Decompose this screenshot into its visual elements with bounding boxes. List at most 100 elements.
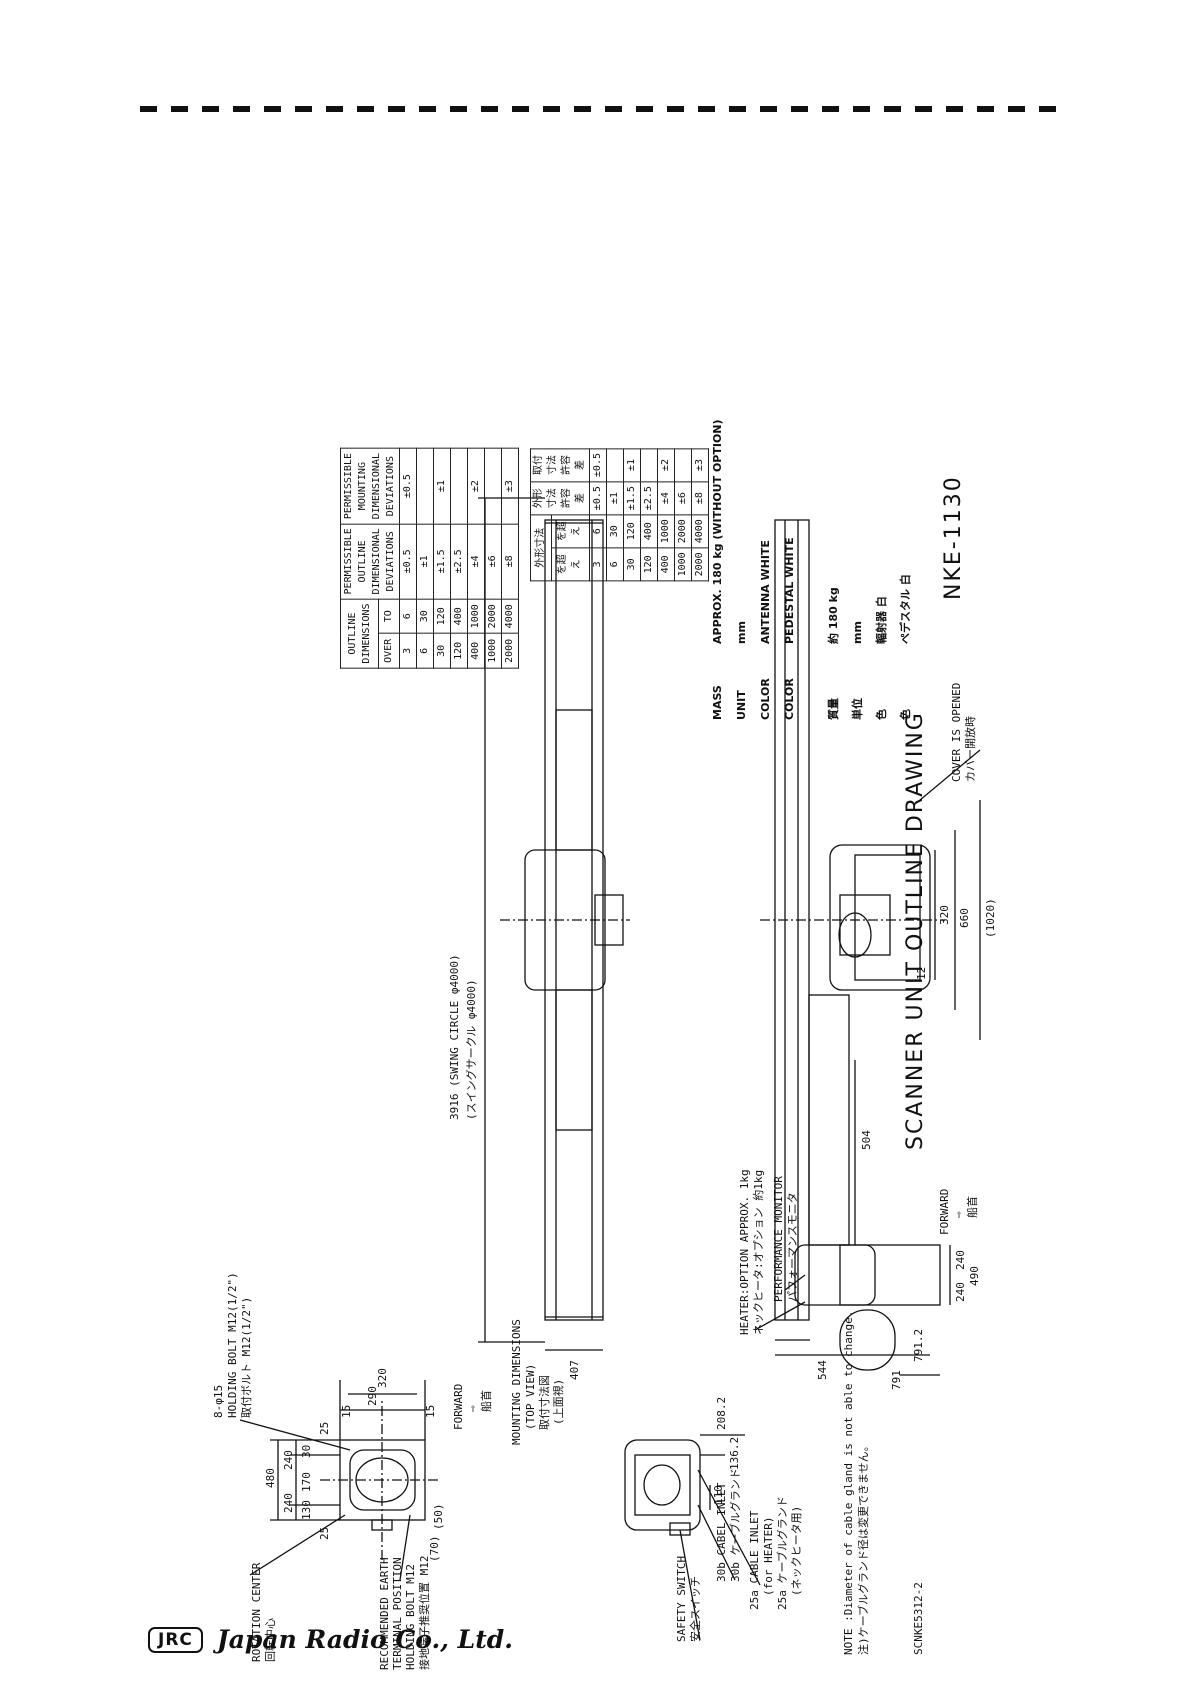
spec-row: 色輻射器 白	[869, 419, 893, 720]
dim-15a: 15	[340, 1405, 353, 1418]
tol-en-h3: PERMISSIBLE MOUNTING DIMENSIONAL DEVIATI…	[340, 448, 400, 524]
side-forward-arrow: ⇨	[952, 1211, 965, 1218]
tolerance-cell: 4000	[501, 598, 519, 634]
cable-inlet-leader	[697, 1504, 736, 1581]
rotation-center-label-ja: 回転中心	[264, 1618, 277, 1662]
mounting-forward-label: FORWARD	[452, 1384, 465, 1430]
spec-key: 色	[899, 709, 912, 720]
spec-row: COLOR ANTENNA WHITE	[753, 419, 777, 720]
side-forward-ja: 船首	[965, 1196, 979, 1218]
mounting-dims-label-2: (TOP VIEW)	[524, 1364, 537, 1430]
swing-circle-en: 3916 (SWING CIRCLE φ4000)	[448, 954, 461, 1120]
tolerance-cell: ±0.5	[589, 448, 607, 482]
tolerance-cell: 400	[640, 514, 658, 548]
holding-bolt-leader	[239, 1419, 351, 1451]
dim-791: 791	[890, 1370, 903, 1390]
tolerance-table-en: OUTLINE DIMENSIONS PERMISSIBLE OUTLINE D…	[340, 448, 519, 669]
spec-key: UNIT	[734, 690, 748, 720]
dim-407: 407	[568, 1360, 581, 1380]
tol-en-h1: OUTLINE DIMENSIONS	[340, 598, 379, 669]
tolerance-cell: 120	[433, 598, 451, 634]
dim-320: 320	[376, 1368, 389, 1388]
tol-ja-h2: 外形寸法許容差	[530, 481, 590, 515]
tolerance-cell: 400	[467, 633, 485, 669]
heater-inlet-leader	[697, 1469, 761, 1586]
holding-bolt-label-ja: 取付ボルト M12(1/2")	[240, 1297, 253, 1418]
earth-terminal-label-2: TERMINAL POSITION	[391, 1557, 404, 1670]
holes-label: 8-φ15	[212, 1385, 225, 1418]
dim-50: (50)	[432, 1504, 445, 1531]
dim-490: 490	[968, 1266, 981, 1286]
spec-value: 輻射器 白	[875, 596, 888, 644]
spec-value: ANTENNA WHITE	[758, 540, 772, 644]
tolerance-cell: ±1	[433, 448, 451, 524]
tolerance-cell: 400	[450, 598, 468, 634]
mounting-dims-label-1: MOUNTING DIMENSIONS	[510, 1319, 523, 1445]
jrc-badge: JRC	[148, 1626, 203, 1653]
tolerance-cell: 400	[657, 547, 675, 581]
tolerance-cell: ±6	[674, 481, 692, 515]
front-pedestal-outline	[624, 1439, 701, 1531]
tolerance-cell	[416, 448, 434, 524]
dim-15b: 15	[424, 1405, 437, 1418]
spec-key: 単位	[851, 698, 864, 720]
dim-504: 504	[860, 1130, 873, 1150]
dim-791-2: 791.2	[912, 1329, 925, 1362]
spec-key: MASS	[710, 685, 724, 720]
earth-terminal-leader	[399, 1514, 411, 1581]
tolerance-cell: 30	[606, 514, 624, 548]
tolerance-cell: 2000	[501, 633, 519, 669]
tolerance-cell: ±6	[484, 523, 502, 599]
dim-30: 30	[300, 1445, 313, 1458]
spec-value: mm	[850, 621, 864, 644]
side-cover-outline	[808, 994, 850, 1246]
tolerance-cell: ±1	[606, 481, 624, 515]
earth-terminal-label-3: HOLDING BOLT M12	[404, 1564, 417, 1670]
side-pedestal-outline	[794, 1244, 876, 1306]
dim-240d: 240	[954, 1250, 967, 1270]
safety-switch-leader	[679, 1529, 701, 1641]
tolerance-cell: ±1.5	[433, 523, 451, 599]
dim-130: 130	[300, 1500, 313, 1520]
footer-logo: JRC Japan Radio Co., Ltd.	[148, 1625, 513, 1654]
pedestal-side-view	[754, 1244, 951, 1376]
dim-25a: 25	[318, 1527, 331, 1540]
dim-136: 136.2	[728, 1437, 741, 1470]
tolerance-cell: ±4	[657, 481, 675, 515]
tol-ja-over: を超え	[551, 547, 590, 581]
tolerance-cell: ±1	[416, 523, 434, 599]
tolerance-cell	[450, 448, 468, 524]
tolerance-cell: 120	[640, 547, 658, 581]
tolerance-cell: ±2.5	[450, 523, 468, 599]
side-pedestal-body	[839, 1244, 941, 1306]
mounting-top-view	[239, 1380, 440, 1581]
tolerance-cell: ±1	[623, 448, 641, 482]
tolerance-cell: ±1.5	[623, 481, 641, 515]
side-forward-label: FORWARD	[938, 1189, 951, 1235]
spec-key: COLOR	[758, 678, 772, 720]
performance-monitor-outline	[839, 1309, 896, 1371]
safety-switch-ja: 安全スイッチ	[688, 1576, 702, 1642]
front-pedestal-body	[634, 1454, 691, 1516]
tol-en-over: OVER	[378, 633, 400, 669]
dim-170: 170	[300, 1472, 313, 1492]
tolerance-cell: 1000	[674, 547, 692, 581]
tolerance-cell: ±2	[657, 448, 675, 482]
dim-240b: 240	[282, 1450, 295, 1470]
cable-inlet-ja: 30b ケーブルグランド	[728, 1468, 742, 1582]
heater-inlet-ja-2: (ネックヒータ用)	[790, 1506, 803, 1596]
tolerance-cell: 30	[416, 598, 434, 634]
holding-bolt-label-en: HOLDING BOLT M12(1/2")	[226, 1272, 239, 1418]
cover-open-ja: カバー開放時	[963, 716, 977, 782]
earth-terminal-label-ja: 接地端子推奨位置 M12	[417, 1556, 431, 1671]
dim-240c: 240	[954, 1282, 967, 1302]
heater-inlet-ja-1: 25a ケーブルグランド	[775, 1496, 789, 1610]
